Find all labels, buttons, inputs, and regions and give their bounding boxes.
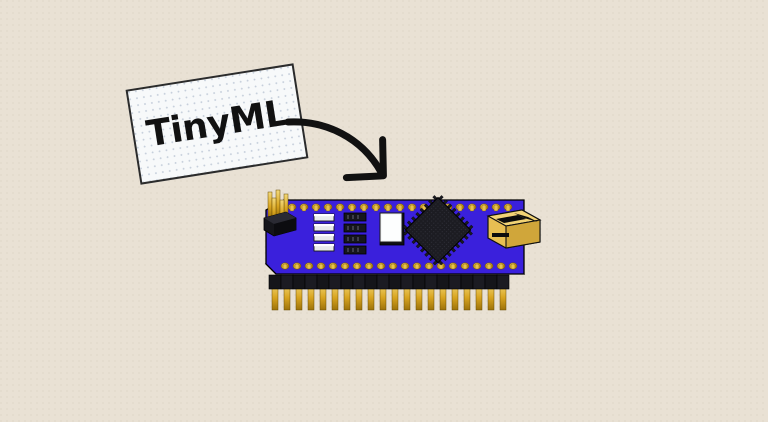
resistor	[313, 233, 335, 242]
face-pin	[424, 262, 434, 270]
black-component	[343, 245, 367, 255]
black-component	[343, 212, 367, 222]
face-pin	[412, 262, 422, 270]
usb-slot	[514, 213, 538, 222]
top-pin	[323, 203, 333, 212]
top-pin	[503, 203, 513, 212]
bottom-pin-row	[268, 274, 510, 311]
usb-connector	[486, 209, 542, 249]
top-pin	[371, 203, 381, 212]
face-pin	[352, 262, 362, 270]
top-pin	[395, 203, 405, 212]
tinyml-label-text: TinyML	[143, 92, 291, 156]
resistor-bank	[313, 213, 335, 252]
face-pin	[280, 262, 290, 270]
top-pin	[299, 203, 309, 212]
bottom-face-pin-row	[280, 262, 518, 270]
top-pin	[407, 203, 417, 212]
face-pin	[316, 262, 326, 270]
face-pin	[376, 262, 386, 270]
board-illustration	[263, 189, 542, 311]
black-component	[343, 223, 367, 233]
arrow-curve-path	[284, 118, 385, 176]
bottom-header-blocks	[268, 274, 510, 290]
resistor	[313, 213, 335, 222]
black-component	[343, 234, 367, 244]
black-component-bank	[343, 212, 367, 255]
face-pin	[460, 262, 470, 270]
top-pin	[455, 203, 465, 212]
chip-body	[404, 196, 472, 264]
header-base-top	[264, 212, 296, 224]
arrow-head-chevron	[342, 136, 387, 182]
face-pin	[304, 262, 314, 270]
header-base-side	[274, 218, 296, 236]
face-pin	[292, 262, 302, 270]
top-pin	[311, 203, 321, 212]
top-pin	[359, 203, 369, 212]
usb-slot	[496, 215, 526, 223]
usb-side-face	[505, 219, 541, 249]
usb-slot	[492, 233, 509, 237]
face-pin	[496, 262, 506, 270]
curved-arrow	[284, 118, 387, 182]
header-pin	[267, 191, 273, 219]
top-pin	[467, 203, 477, 212]
face-pin	[472, 262, 482, 270]
top-pin	[491, 203, 501, 212]
top-pin	[383, 203, 393, 212]
face-pin	[328, 262, 338, 270]
qfp-microcontroller-chip	[402, 195, 474, 266]
white-component	[379, 212, 405, 246]
top-pin	[287, 203, 297, 212]
face-pin	[448, 262, 458, 270]
face-pin	[400, 262, 410, 270]
face-pin	[508, 262, 518, 270]
face-pin	[364, 262, 374, 270]
tinyml-label-card: TinyML	[125, 63, 309, 185]
top-pin	[479, 203, 489, 212]
face-pin	[340, 262, 350, 270]
face-pin	[436, 262, 446, 270]
face-pin	[388, 262, 398, 270]
board-assembly	[252, 186, 552, 316]
top-pin	[335, 203, 345, 212]
resistor	[313, 223, 335, 232]
resistor	[313, 243, 335, 252]
top-pin	[347, 203, 357, 212]
pin-header-left	[263, 189, 297, 237]
face-pin	[484, 262, 494, 270]
